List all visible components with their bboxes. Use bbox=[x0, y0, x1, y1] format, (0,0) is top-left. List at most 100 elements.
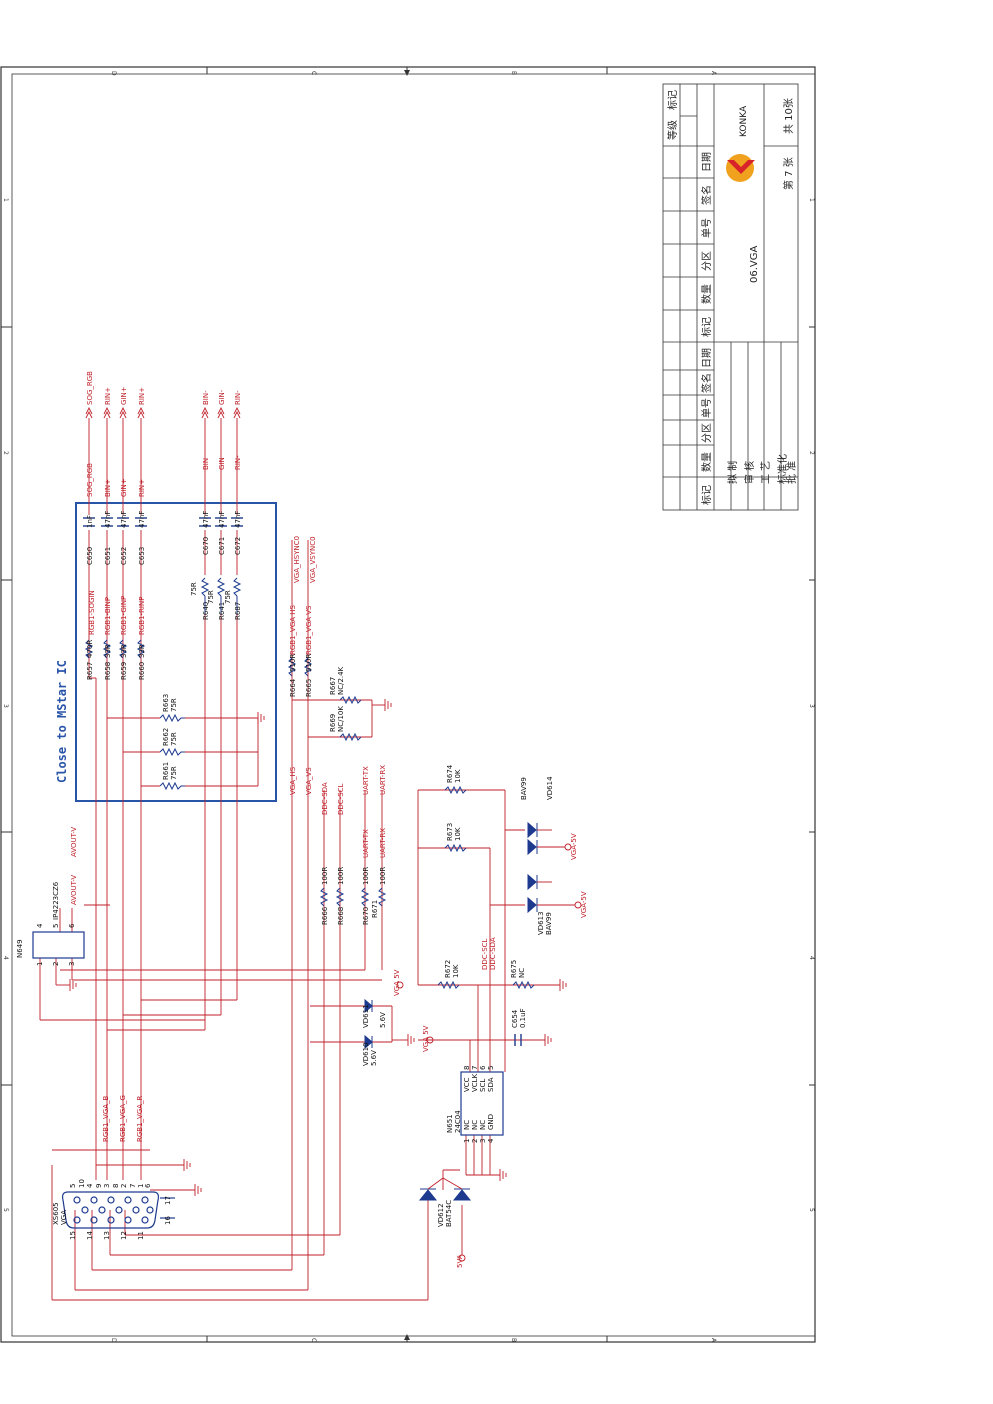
capacitor-c651 bbox=[101, 517, 113, 527]
zone-num-3-r: 3 bbox=[808, 704, 815, 708]
zone-letter-b-top: B bbox=[510, 71, 517, 75]
resistor-r667 bbox=[339, 695, 362, 705]
power-label-5va: 5VA bbox=[456, 1254, 464, 1268]
res-ref-r671: R671 bbox=[371, 900, 379, 918]
power-label-vga5v-4: VGA-5V bbox=[580, 891, 588, 918]
tb-row-label-approve: 批 准 bbox=[785, 461, 798, 484]
tb-top-hdr-6: 日期 bbox=[701, 152, 713, 172]
capacitor-c650 bbox=[83, 517, 95, 527]
res-val-r659: 33R bbox=[120, 644, 128, 658]
res-val-r671: 100R bbox=[379, 867, 387, 885]
res-val-r660: 33R bbox=[138, 644, 146, 658]
cap-val-c671: 47nF bbox=[218, 511, 226, 528]
net-label-rgb1-vga-g: RGB1_VGA_G bbox=[119, 1095, 127, 1142]
power-terminal-vga5v-2 bbox=[426, 1036, 434, 1044]
zone-letter-c-bot: C bbox=[310, 1338, 317, 1342]
connector-pin-6: 6 bbox=[144, 1183, 152, 1188]
res-val-r687: 75R bbox=[224, 590, 232, 604]
net-label-eeprom-ddc-sda: DDC-SDA bbox=[489, 937, 497, 970]
connector-pin-17: 17 bbox=[164, 1196, 172, 1205]
cap-ref-c651: C651 bbox=[104, 547, 112, 565]
zone-num-4-r: 4 bbox=[808, 956, 815, 960]
cap-ref-c672: C672 bbox=[234, 537, 242, 555]
ground-symbol-eeprom bbox=[499, 1169, 507, 1181]
diode-val-vd611: 5.6V bbox=[379, 1012, 387, 1028]
eeprom-ref: N651 bbox=[446, 1114, 454, 1133]
connector-pin-15: 15 bbox=[69, 1231, 77, 1240]
cap-val-c670: 47nF bbox=[202, 511, 210, 528]
diode-ref-vd614: VD614 bbox=[546, 776, 554, 800]
bus-label-rin-plus: RIN+ bbox=[138, 479, 146, 497]
tb-top-hdr-1: 标记 bbox=[701, 317, 713, 337]
tb-left-hdr-1: 标记 bbox=[701, 485, 713, 505]
capacitor-c671 bbox=[215, 517, 227, 527]
zone-letter-a-top: A bbox=[710, 71, 717, 76]
resistor-r671 bbox=[377, 887, 387, 907]
res-val-r675: NC bbox=[518, 968, 526, 978]
cap-ref-c653: C653 bbox=[138, 547, 146, 565]
eeprom-pin-nc-1: NC bbox=[463, 1120, 471, 1130]
connector-ref: XS605 bbox=[52, 1202, 60, 1225]
res-val-r668: 100R bbox=[337, 867, 345, 885]
res-ref-r640: R640 bbox=[202, 602, 210, 620]
diode-vd612 bbox=[418, 1188, 472, 1201]
res-ref-r665: R665 bbox=[305, 679, 313, 697]
tb-row-label-3: 工 艺 bbox=[760, 461, 772, 484]
connector-pin-12: 12 bbox=[120, 1231, 128, 1240]
res-ref-r669: R669 bbox=[329, 714, 337, 732]
zone-num-3-l: 3 bbox=[2, 704, 9, 708]
power-terminal-vga5v-1 bbox=[396, 981, 404, 989]
diode-vd614 bbox=[527, 821, 538, 856]
net-label-ddc-sda: DDC-SDA bbox=[321, 782, 329, 815]
buffer-val: IP4223CZ6 bbox=[52, 881, 60, 920]
cap-val-c653: 47nF bbox=[138, 511, 146, 528]
diode-ref-vd610: VD610 bbox=[362, 1042, 370, 1066]
power-label-vga5v-2: VGA 5V bbox=[422, 1025, 430, 1052]
sheet-frame bbox=[0, 66, 816, 1343]
zone-letter-b-bot: B bbox=[510, 1338, 517, 1342]
net-label-uart-rx: UART-RX bbox=[379, 828, 387, 858]
net-label-vga-vsync0: VGA_VSYNC0 bbox=[309, 536, 317, 583]
capacitor-c652 bbox=[117, 517, 129, 527]
power-terminal-5va bbox=[458, 1254, 466, 1262]
resistor-r661 bbox=[159, 781, 185, 791]
ground-symbol-diode bbox=[407, 1034, 415, 1046]
connector-pin-9: 9 bbox=[95, 1184, 103, 1188]
bus-label-bin: BIN bbox=[202, 458, 210, 470]
cap-val-c651: 47nF bbox=[104, 511, 112, 528]
cap-val-c654: 0.1uF bbox=[519, 1008, 527, 1028]
res-val-r664: 510R bbox=[289, 654, 297, 672]
capacitor-c672 bbox=[231, 517, 243, 527]
resistor-r657 bbox=[84, 639, 94, 659]
resistor-r673 bbox=[444, 843, 467, 853]
res-ref-r661: R661 bbox=[162, 762, 170, 780]
ground-symbol-load bbox=[257, 712, 265, 724]
net-label-vga-vs: VGA_VS bbox=[305, 767, 313, 795]
res-ref-r667: R667 bbox=[329, 677, 337, 695]
offsheet-label-rin-plus-1: RIN+ bbox=[104, 387, 112, 405]
buffer-pin-5: 5 bbox=[52, 924, 60, 928]
res-ref-r668: R668 bbox=[337, 907, 345, 925]
offsheet-label-bin-minus: BIN- bbox=[202, 390, 210, 405]
resistor-r674 bbox=[444, 785, 467, 795]
eeprom-pin-num-7: 7 bbox=[471, 1066, 479, 1070]
bus-label-gin: GIN bbox=[218, 457, 226, 470]
offsheet-label-uart-tx: UART-TX bbox=[362, 766, 370, 795]
res-ref-r675: R675 bbox=[510, 960, 518, 978]
net-label-vga-hs: VGA_HS bbox=[289, 766, 297, 795]
zone-letter-c-top: C bbox=[310, 71, 317, 75]
diode-val-vd610: 5.6V bbox=[370, 1050, 378, 1066]
eeprom-pin-scl: SCL bbox=[479, 1079, 487, 1092]
diode-vd613 bbox=[527, 873, 538, 914]
res-val-r672: 10K bbox=[452, 964, 460, 978]
eeprom-body bbox=[460, 1071, 504, 1136]
net-label-avout-v-2: AVOUT-V bbox=[70, 875, 78, 905]
diode-val-vd613: BAV99 bbox=[545, 912, 553, 935]
resistor-r658 bbox=[102, 639, 112, 659]
res-val-r662: 75R bbox=[170, 732, 178, 746]
cap-ref-c670: C670 bbox=[202, 537, 210, 555]
resistor-r640 bbox=[200, 577, 210, 615]
eeprom-val: 24C04 bbox=[454, 1110, 462, 1133]
zone-num-1-r: 1 bbox=[808, 198, 815, 202]
frame-marker-top bbox=[404, 70, 410, 76]
